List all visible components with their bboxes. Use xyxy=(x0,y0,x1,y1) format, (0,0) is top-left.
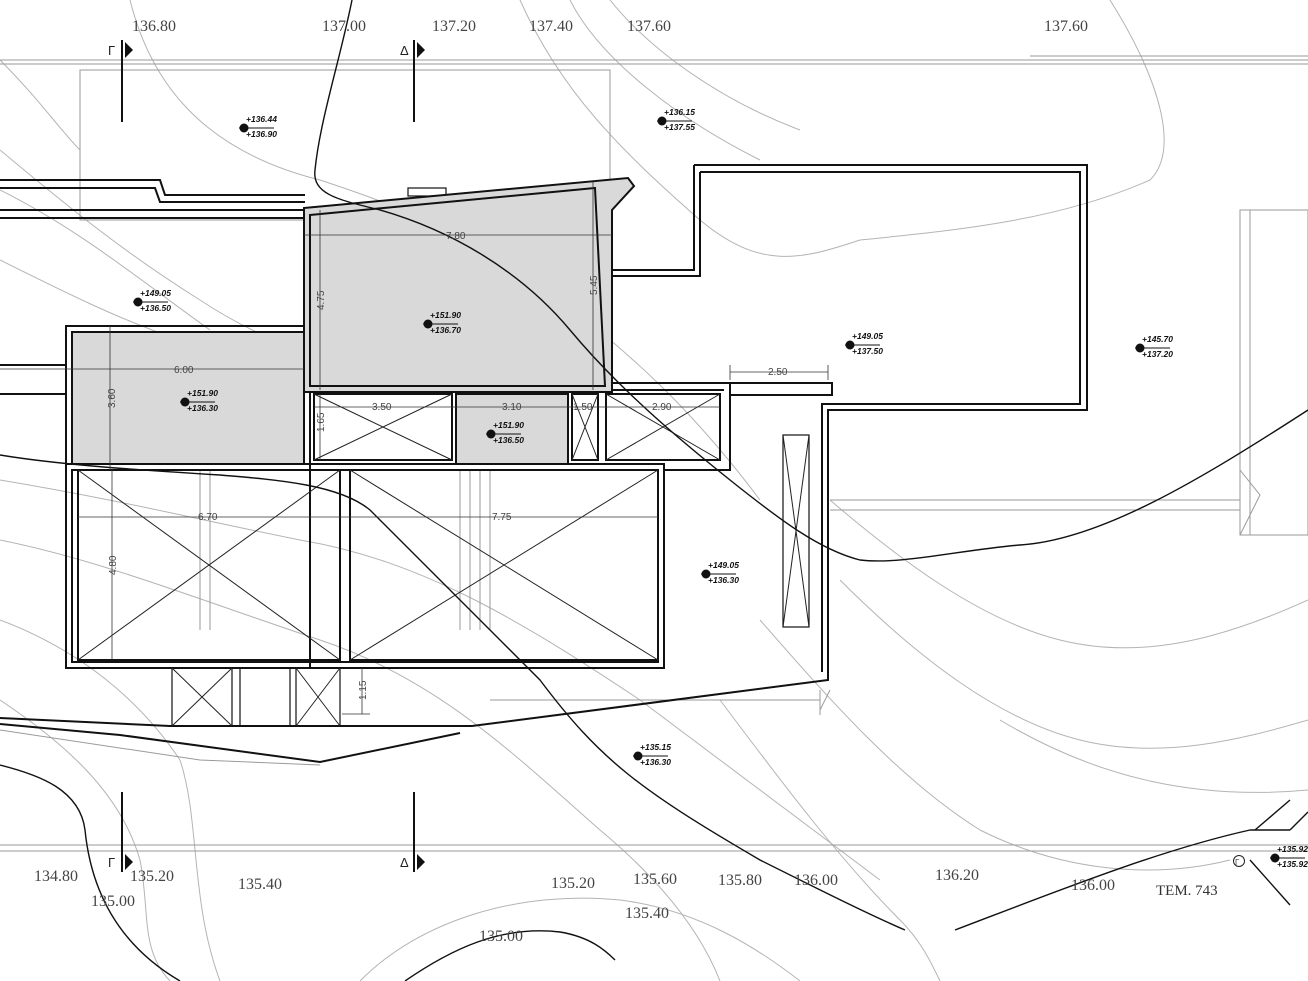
spot-elevation-top: +145.70 xyxy=(1142,334,1173,344)
contour-label: 134.80 xyxy=(34,868,78,885)
contour-label: 136.00 xyxy=(1071,877,1115,894)
spot-elevation-bottom: +136.30 xyxy=(640,757,671,767)
spot-elevation-top: +149.05 xyxy=(140,288,171,298)
dim-label: 1.65 xyxy=(316,412,327,432)
site-boundaries xyxy=(0,55,1308,852)
dim-label: 7.80 xyxy=(446,231,466,242)
spot-elevation-top: +151.90 xyxy=(430,310,461,320)
dim-label: 6.70 xyxy=(198,512,218,523)
spot-elevation: +151.90 +136.50 xyxy=(486,420,524,445)
spot-elevation-bottom: +137.50 xyxy=(852,346,883,356)
dim-label: 2.50 xyxy=(768,367,788,378)
dim-label: 6.00 xyxy=(174,365,194,376)
plot-label: TEM. 743 xyxy=(1156,883,1218,899)
section-marker-label: Γ xyxy=(108,43,115,58)
section-markers: Γ Δ Γ Δ xyxy=(108,40,425,872)
contour-label: 137.40 xyxy=(529,18,573,35)
spot-elevation: +135.15 +136.30 xyxy=(633,742,671,767)
contour-label: 135.40 xyxy=(238,876,282,893)
dim-label: 1.15 xyxy=(358,680,369,700)
spot-elevation-bottom: +136.50 xyxy=(493,435,524,445)
spot-elevation: +135.92 +135.92 xyxy=(1270,844,1308,869)
spot-elevation: +149.05 +137.50 xyxy=(845,331,883,356)
dimension-lines xyxy=(0,182,829,715)
dim-label: 4.80 xyxy=(108,555,119,575)
dim-label: 3.50 xyxy=(372,402,392,413)
elevation-markers: +136.44 +136.90 +136.15 +137.55 +149.05 … xyxy=(133,107,1308,869)
void-cells xyxy=(77,393,721,661)
dimension-labels: 7.80 4.75 5.45 6.00 3.60 3.50 3.10 1.50 … xyxy=(107,231,788,700)
spot-elevation-bottom: +136.50 xyxy=(140,303,171,313)
spot-elevation-bottom: +136.30 xyxy=(187,403,218,413)
spot-elevation: +151.90 +136.30 xyxy=(180,388,218,413)
boundary-marker: Γ xyxy=(1233,855,1245,867)
contour-label: 136.00 xyxy=(794,872,838,889)
spot-elevation-top: +149.05 xyxy=(708,560,739,570)
contour-label: 135.40 xyxy=(625,905,669,922)
dim-label: 4.75 xyxy=(316,290,327,310)
dim-label: 1.50 xyxy=(573,402,593,413)
hatched-areas xyxy=(71,176,636,465)
spot-elevation-top: +135.92 xyxy=(1277,844,1308,854)
spot-elevation-top: +136.15 xyxy=(664,107,695,117)
dim-label: 3.10 xyxy=(502,402,522,413)
spot-elevation-top: +135.15 xyxy=(640,742,671,752)
dim-label: 3.60 xyxy=(107,388,118,408)
section-marker-label: Γ xyxy=(108,855,115,870)
contour-label: 135.80 xyxy=(718,872,762,889)
dim-label: 7.75 xyxy=(492,512,512,523)
contour-label: 135.00 xyxy=(91,893,135,910)
boundary-marker-label: Γ xyxy=(1235,858,1240,867)
contour-label: 137.60 xyxy=(1044,18,1088,35)
spot-elevation-bottom: +135.92 xyxy=(1277,859,1308,869)
section-marker-label: Δ xyxy=(400,855,409,870)
spot-elevation-bottom: +136.30 xyxy=(708,575,739,585)
contour-label: 135.00 xyxy=(479,928,523,945)
contour-label: 137.20 xyxy=(432,18,476,35)
spot-elevation-top: +136.44 xyxy=(246,114,277,124)
dim-label: 2.90 xyxy=(652,402,672,413)
spot-elevation: +149.05 +136.30 xyxy=(701,560,739,585)
contour-label: 136.80 xyxy=(132,18,176,35)
spot-elevation-bottom: +136.70 xyxy=(430,325,461,335)
spot-elevation-bottom: +137.55 xyxy=(664,122,695,132)
contour-label: 136.20 xyxy=(935,867,979,884)
contour-label: 137.60 xyxy=(627,18,671,35)
spot-elevation: +151.90 +136.70 xyxy=(423,310,461,335)
contour-label: 137.00 xyxy=(322,18,366,35)
dim-label: 5.45 xyxy=(589,275,600,295)
spot-elevation: +145.70 +137.20 xyxy=(1135,334,1173,359)
contour-label: 135.20 xyxy=(551,875,595,892)
contour-label: 135.60 xyxy=(633,871,677,888)
spot-elevation: +136.44 +136.90 xyxy=(239,114,277,139)
spot-elevation: +149.05 +136.50 xyxy=(133,288,171,313)
spot-elevation: +136.15 +137.55 xyxy=(657,107,695,132)
spot-elevation-bottom: +137.20 xyxy=(1142,349,1173,359)
section-marker-label: Δ xyxy=(400,43,409,58)
spot-elevation-top: +151.90 xyxy=(493,420,524,430)
spot-elevation-bottom: +136.90 xyxy=(246,129,277,139)
spot-elevation-top: +151.90 xyxy=(187,388,218,398)
contour-label: 135.20 xyxy=(130,868,174,885)
spot-elevation-top: +149.05 xyxy=(852,331,883,341)
contour-height-labels: 136.80 137.00 137.20 137.40 137.60 137.6… xyxy=(34,18,1115,945)
